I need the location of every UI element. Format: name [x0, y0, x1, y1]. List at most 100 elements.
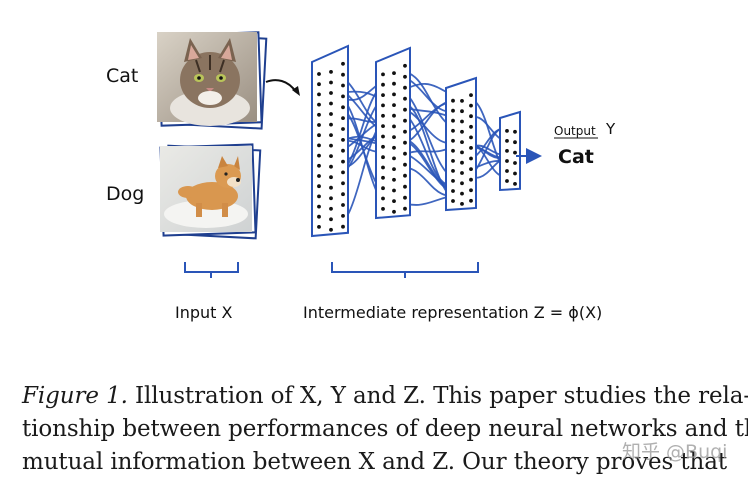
neuron-dot — [329, 206, 333, 211]
neuron-dot — [460, 160, 464, 165]
neuron-dot — [505, 169, 509, 173]
neuron-dot — [469, 198, 473, 203]
neuron-dot — [403, 74, 407, 79]
neuron-dot — [469, 114, 473, 119]
neuron-dot — [403, 206, 407, 211]
dog-label: Dog — [106, 183, 144, 205]
neuron-dot — [341, 105, 345, 110]
neuron-dot — [317, 184, 321, 189]
neuron-dot — [341, 148, 345, 153]
neuron-dot — [381, 175, 385, 180]
neuron-dot — [341, 192, 345, 197]
neuron-dot — [451, 108, 455, 113]
neuron-dot — [403, 184, 407, 189]
neuron-dot — [329, 80, 333, 85]
neuron-dot — [469, 103, 473, 108]
output-value: Cat — [558, 146, 594, 168]
figure-caption: Figure 1. Illustration of X, Y and Z. Th… — [22, 380, 748, 479]
neuron-dot — [451, 148, 455, 153]
neuron-dot — [329, 175, 333, 180]
neuron-dot — [513, 182, 517, 186]
neuron-dot — [392, 188, 396, 193]
neuron-dot — [381, 144, 385, 149]
neuron-dot — [451, 128, 455, 133]
neuron-dot — [469, 135, 473, 140]
neuron-dot — [460, 171, 464, 175]
neuron-dot — [469, 156, 473, 161]
neuron-dot — [317, 92, 321, 97]
neuron-dot — [451, 138, 455, 143]
neuron-dot — [341, 72, 345, 77]
neuron-dot — [317, 153, 321, 158]
network-diagram — [311, 44, 521, 238]
neuron-dot — [505, 149, 509, 153]
neuron-dot — [381, 186, 385, 191]
neuron-dot — [341, 116, 345, 120]
neuron-dot — [341, 94, 345, 99]
layer-panel — [311, 44, 349, 238]
watermark-text: 知乎 @Buqi — [622, 441, 728, 463]
neuron-dot — [392, 199, 396, 204]
neuron-dot — [451, 118, 455, 123]
neuron-dot — [392, 92, 396, 97]
output-variable: Y — [605, 120, 616, 138]
neuron-dot — [317, 133, 321, 138]
neuron-dot — [451, 98, 455, 103]
neuron-dot — [451, 199, 455, 203]
neuron-dot — [513, 129, 517, 134]
neuron-dot — [329, 101, 333, 106]
neuron-dot — [460, 181, 464, 186]
neuron-dot — [403, 118, 407, 123]
neuron-dot — [392, 71, 396, 75]
neuron-dot — [392, 81, 396, 86]
neuron-dot — [381, 134, 385, 139]
neuron-dot — [381, 93, 385, 97]
neuron-dot — [513, 171, 517, 176]
neuron-dot — [329, 91, 333, 95]
neuron-dot — [381, 103, 385, 108]
neuron-dot — [381, 165, 385, 170]
neuron-dot — [329, 133, 333, 138]
input-brace — [184, 262, 239, 278]
neuron-dot — [460, 99, 464, 103]
neuron-dot — [460, 119, 464, 124]
caption-line-3: mutual information between X and Z. Our … — [22, 449, 728, 475]
neuron-dot — [451, 189, 455, 193]
neuron-dot — [317, 112, 321, 117]
neuron-dot — [392, 124, 396, 129]
neuron-dot — [381, 82, 385, 87]
intermediate-label: Intermediate representation Z = ϕ(X) — [303, 303, 602, 322]
neuron-dot — [392, 135, 396, 140]
neuron-dot — [317, 123, 321, 127]
neuron-dot — [513, 161, 517, 165]
neuron-dot — [381, 72, 385, 77]
neuron-dot — [505, 129, 509, 133]
neuron-dot — [403, 63, 407, 68]
neuron-dot — [505, 139, 509, 143]
neuron-dot — [392, 145, 396, 150]
neuron-dot — [317, 163, 321, 168]
neuron-dot — [317, 225, 321, 229]
caption-line-1-text: Illustration of X, Y and Z. This paper s… — [127, 383, 748, 409]
neuron-dot — [403, 151, 407, 156]
neuron-dot — [317, 102, 321, 107]
neuron-dot — [392, 167, 396, 172]
neuron-dot — [381, 113, 385, 118]
neuron-dot — [381, 124, 385, 128]
neuron-dot — [451, 159, 455, 163]
neuron-dot — [469, 167, 473, 172]
neuron-dot — [381, 196, 385, 201]
neuron-dot — [392, 113, 396, 118]
neuron-dot — [317, 214, 321, 219]
neuron-dot — [341, 127, 345, 131]
neuron-dot — [329, 185, 333, 190]
neuron-dot — [469, 124, 473, 129]
input-label: Input X — [175, 303, 233, 322]
neuron-dot — [329, 196, 333, 201]
caption-line-1: Figure 1. Illustration of X, Y and Z. Th… — [22, 380, 748, 413]
cat-label: Cat — [106, 65, 138, 87]
neuron-dot — [317, 82, 321, 87]
neuron-dot — [329, 122, 333, 127]
neuron-dot — [392, 209, 396, 214]
neuron-dot — [392, 103, 396, 107]
